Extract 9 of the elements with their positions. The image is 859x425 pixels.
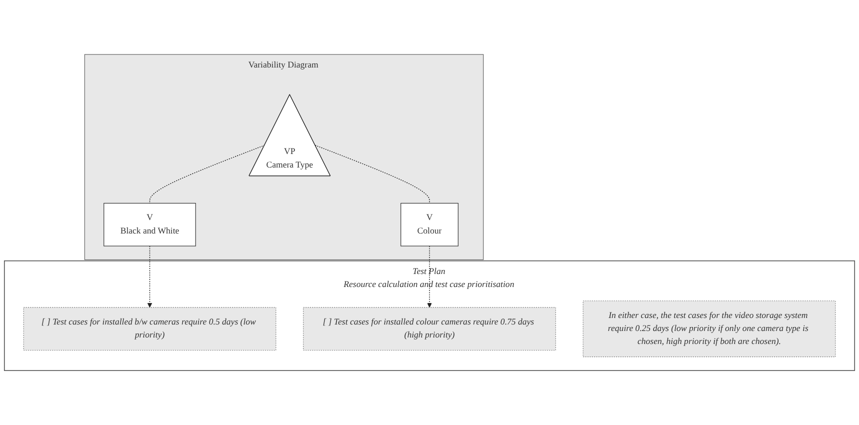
node-box: In either case, the test cases for the video storage system require 0.25 days (low priority if only one camera type is chosen, high priority if both are chosen). <box>582 300 836 358</box>
node-box: V Colour <box>400 202 458 246</box>
connector <box>149 144 266 204</box>
connector <box>314 144 430 204</box>
node-box: [ ] Test cases for installed b/w cameras require 0.5 days (low priority) <box>23 307 276 351</box>
arrow <box>427 246 432 308</box>
node-box: V Black and White <box>104 202 196 246</box>
arrow <box>147 246 152 308</box>
node-box: [ ] Test cases for installed colour cameras require 0.75 days (high priority) <box>303 307 556 351</box>
